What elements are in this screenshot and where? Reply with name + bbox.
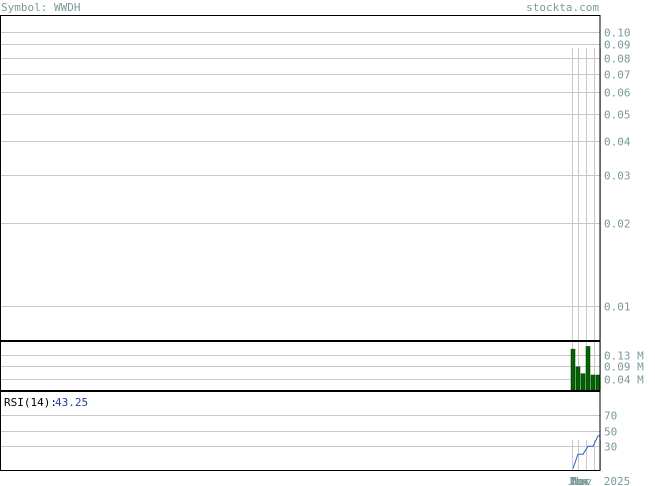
price-tick-label: 0.06 [604, 87, 631, 100]
x-tick-label: Jun [568, 475, 588, 486]
volume-tick-label: 0.09 M [604, 361, 644, 374]
price-tick-label: 0.08 [604, 53, 631, 66]
price-tick-label: 0.10 [604, 27, 631, 40]
volume-bar [570, 348, 576, 391]
volume-bar [595, 374, 601, 391]
x-tick-label: Dec [570, 475, 590, 486]
price-panel: 0.100.090.08 0.07 0.06 0.05 0.04 0.03 0.02 0.01 [0, 15, 631, 341]
price-tick-label: 0.03 [604, 170, 631, 183]
rsi-line [572, 435, 600, 469]
rsi-label: RSI(14): [4, 396, 57, 409]
volume-tick-label: 0.13 M [604, 350, 644, 363]
volume-bar [590, 374, 596, 391]
price-tick-label: 0.04 [604, 136, 631, 149]
rsi-value: 43.25 [55, 396, 88, 409]
price-tick-label: 0.02 [604, 218, 631, 231]
rsi-frame [0, 391, 601, 471]
price-tick-label: 0.07 [604, 69, 631, 82]
site-name: stockta.com [526, 1, 599, 14]
price-tick-label: 0.01 [604, 301, 631, 314]
symbol-label: Symbol: WWDH [1, 1, 80, 14]
volume-panel: 0.13 M0.09 M0.04 M [0, 341, 644, 391]
x-tick-label: Nov [572, 475, 592, 486]
volume-frame [0, 341, 601, 391]
price-tick-label: 0.05 [604, 109, 631, 122]
rsi-tick-label: 50 [604, 426, 617, 439]
x-tick-label: 2025 [604, 475, 631, 486]
volume-bar [580, 373, 586, 391]
volume-bar [585, 346, 591, 391]
price-frame [0, 15, 601, 341]
rsi-tick-label: 30 [604, 441, 617, 454]
price-tick-label: 0.09 [604, 39, 631, 52]
volume-tick-label: 0.04 M [604, 374, 644, 387]
rsi-panel: RSI(14): 43.25 70 50 30 [0, 391, 617, 471]
x-tick-label: Mar [570, 475, 590, 486]
volume-bar [575, 366, 581, 391]
rsi-tick-label: 70 [604, 410, 617, 423]
